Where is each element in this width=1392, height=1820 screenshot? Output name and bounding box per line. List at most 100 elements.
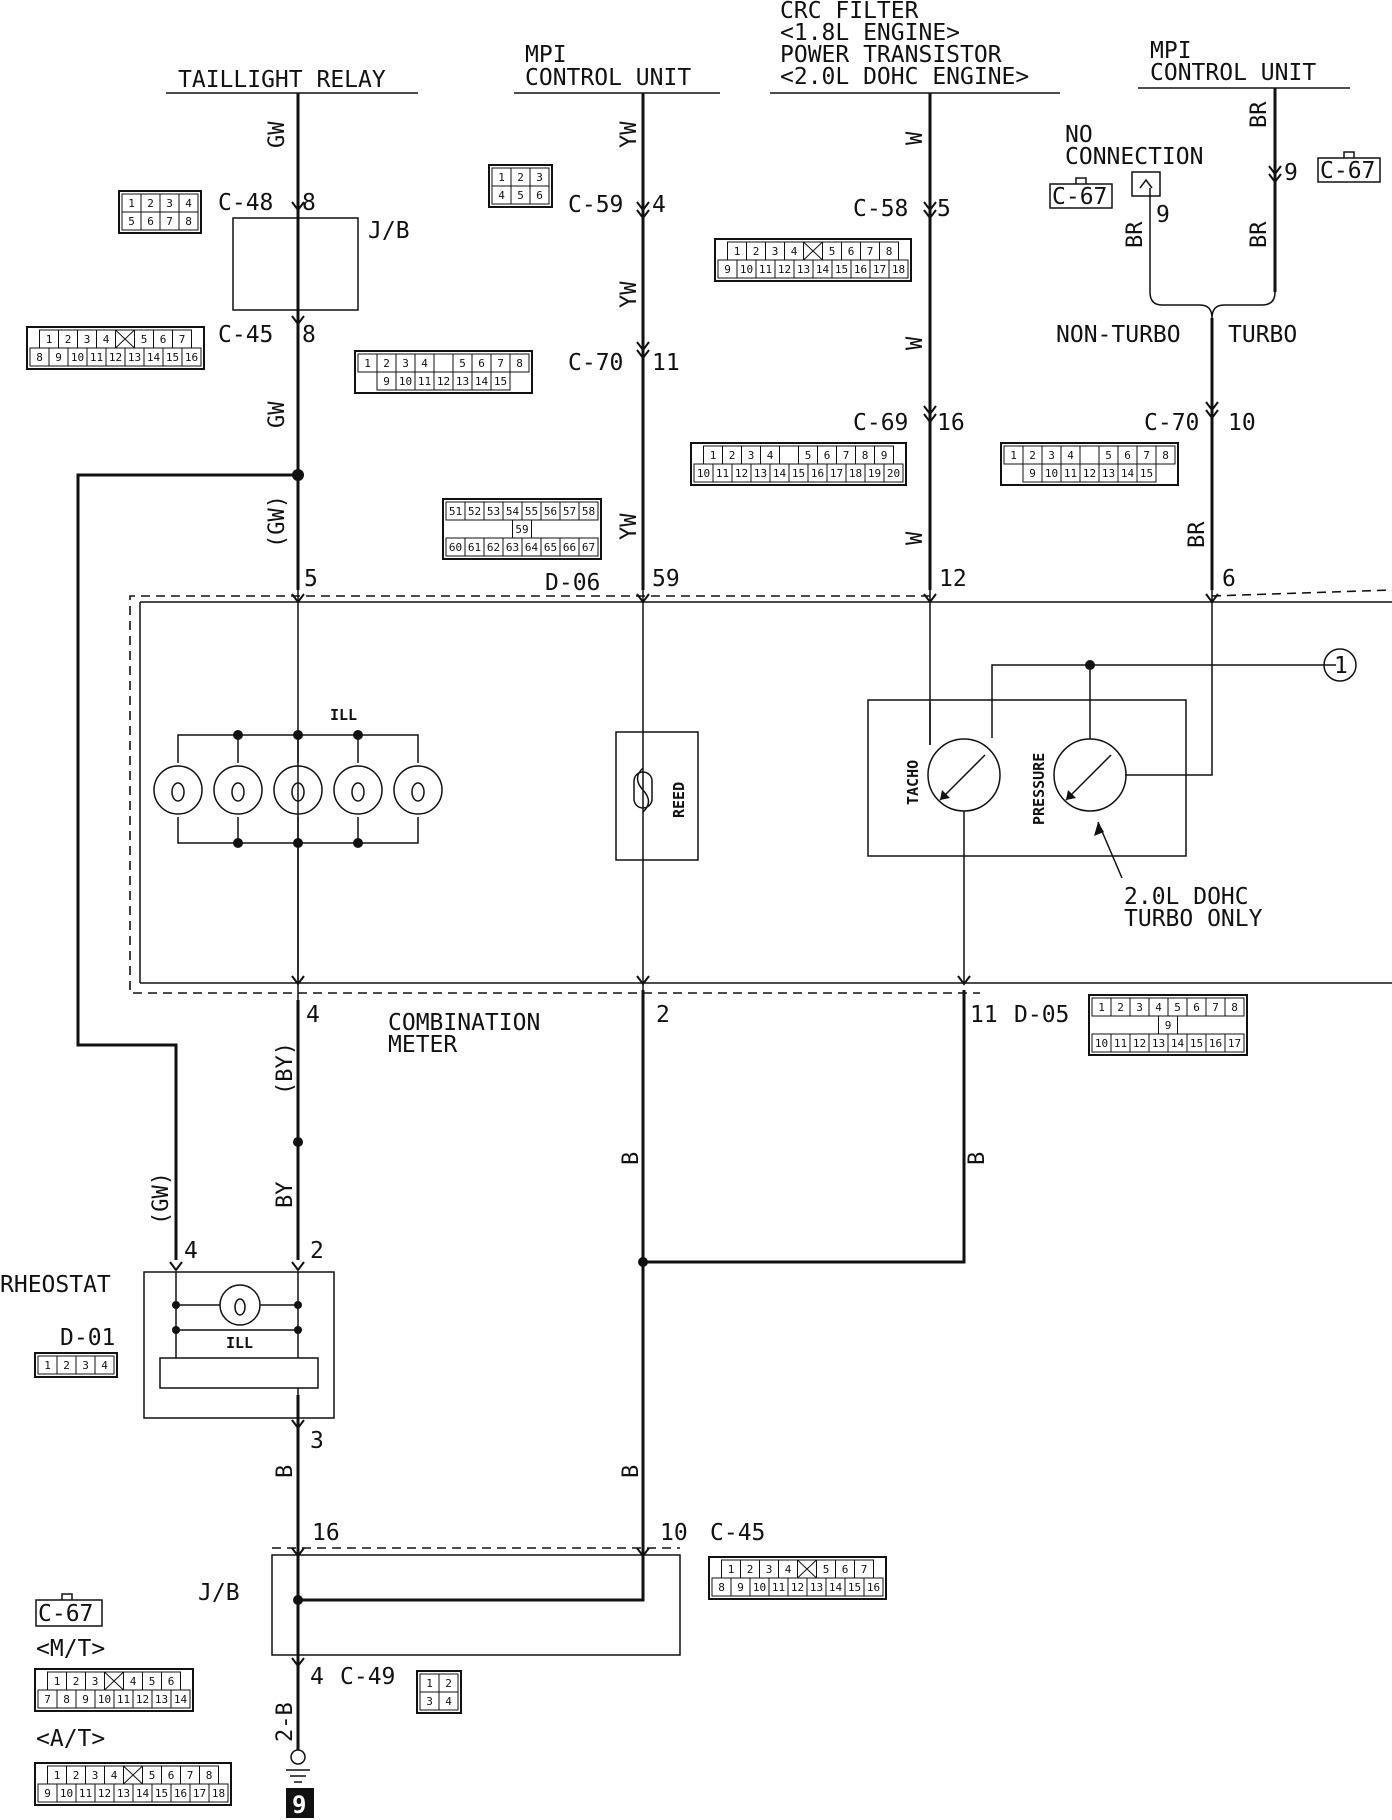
wire-code-br-3: BR [1123, 221, 1148, 248]
connector-pin-number: 13 [754, 467, 767, 480]
connector-pin-number: 12 [1083, 467, 1096, 480]
wire-code-gw-3: (GW) [265, 495, 290, 548]
pin-2-rheostat: 2 [310, 1238, 324, 1264]
header-crc-line2: <1.8L ENGINE> [780, 20, 960, 46]
ground-id-label: 9 [292, 1791, 306, 1819]
wire-code-by-2: BY [273, 1182, 298, 1209]
pin-9-c67-b: 9 [1284, 160, 1298, 186]
connector-c70-a-label: C-70 [568, 350, 623, 376]
connector-pin-number: 13 [810, 1581, 823, 1594]
wire-code-w-2: W [903, 336, 928, 350]
connector-c67-legend-label: C-67 [38, 1601, 93, 1627]
connector-pin-number: 10 [1045, 467, 1058, 480]
jb-bottom-label: J/B [198, 1580, 240, 1606]
connector-pin-number: 6 [1124, 449, 1131, 462]
connector-pin-number: 3 [92, 1675, 99, 1688]
connector-pin-number: 57 [563, 505, 576, 518]
connector-pin-number: 17 [830, 467, 843, 480]
connector-pin-number: 8 [63, 1693, 70, 1706]
connector-pin-number: 2 [753, 245, 760, 258]
header-taillight-relay: TAILLIGHT RELAY [178, 67, 386, 93]
connector-pin-number: 6 [478, 357, 485, 370]
connector-pin-number: 5 [829, 245, 836, 258]
connector-pin-number: 8 [862, 449, 869, 462]
connector-pin-number: 61 [468, 541, 481, 554]
connector-pin-number: 2 [383, 357, 390, 370]
connector-pin-number: 2 [73, 1675, 80, 1688]
connector-pin-number: 4 [421, 357, 428, 370]
connector-pin-number: 3 [402, 357, 409, 370]
connector-pin-number: 8 [886, 245, 893, 258]
jb-bottom-bus [298, 1555, 645, 1602]
connector-pin-number: 4 [767, 449, 774, 462]
connector-pin-number: 5 [805, 449, 812, 462]
ground-icon [286, 1749, 310, 1783]
connector-pin-number: 4 [1067, 449, 1074, 462]
connector-pin-number: 14 [1121, 467, 1135, 480]
combination-meter-line2: METER [388, 1032, 457, 1058]
connector-pin-number: 9 [44, 1787, 51, 1800]
wire-code-b-1: B [273, 1465, 298, 1478]
wire-code-gw-2: GW [265, 401, 290, 428]
connector-pin-number: 14 [174, 1693, 188, 1706]
reed-label: REED [670, 782, 688, 818]
connector-c67-b-box [1317, 157, 1381, 183]
connector-pin-number: 14 [136, 1787, 150, 1800]
connector-pin-number: 3 [166, 197, 173, 210]
connector-c59-label: C-59 [568, 192, 623, 218]
label-turbo: TURBO [1228, 322, 1297, 348]
ill-rheostat-label: ILL [226, 1334, 253, 1352]
connector-pin-number: 9 [383, 375, 390, 388]
no-connection-terminal [1131, 171, 1161, 197]
connector-pin-number: 65 [544, 541, 557, 554]
connector-pin-number: 15 [1190, 1037, 1203, 1050]
connector-pin-number: 8 [206, 1769, 213, 1782]
connector-pin-number: 2 [1029, 449, 1036, 462]
connector-pin-number: 15 [792, 467, 805, 480]
connector-pin-number: 54 [506, 505, 520, 518]
wire-code-gw-1: GW [265, 121, 290, 148]
tacho-gauge-icon [927, 738, 1001, 812]
wire-code-gw-4: (GW) [149, 1172, 174, 1225]
connector-pin-number: 4 [445, 1695, 452, 1708]
connector-c49-label: C-49 [340, 1664, 395, 1690]
connector-pin-number: 3 [772, 245, 779, 258]
connector-pin-number: 7 [44, 1693, 51, 1706]
connector-pin-number: 11 [79, 1787, 92, 1800]
connector-pin-number: 55 [525, 505, 538, 518]
connector-pin-number: 3 [426, 1695, 433, 1708]
wire-b-pin11 [643, 990, 966, 1264]
wire-code-2b: 2-B [273, 1702, 298, 1742]
connector-pin-number: 19 [868, 467, 881, 480]
connector-pin-number: 7 [861, 1563, 868, 1576]
wire-code-br-2: BR [1247, 221, 1272, 248]
connector-pin-number: 17 [1228, 1037, 1241, 1050]
connector-pin-number: 12 [778, 263, 791, 276]
connector-c67-a-label: C-67 [1052, 184, 1107, 210]
connector-pin-number: 60 [449, 541, 462, 554]
pin-5-c58: 5 [937, 196, 951, 222]
connector-pin-number: 9 [55, 351, 62, 364]
connector-pin-number: 5 [823, 1563, 830, 1576]
pin-10-c70: 10 [1228, 410, 1256, 436]
connector-pin-number: 2 [729, 449, 736, 462]
header-crc-line3: POWER TRANSISTOR [780, 42, 1002, 68]
wire-code-b-4: B [965, 1152, 990, 1165]
connector-pin-number: 1 [54, 1675, 61, 1688]
junction-block-top [232, 217, 359, 311]
reference-circle [1323, 648, 1357, 682]
connector-pin-number: 13 [1102, 467, 1115, 480]
connector-pin-number: 12 [791, 1581, 804, 1594]
gauge-junction-dot [1085, 660, 1095, 670]
connector-pin-number: 16 [811, 467, 824, 480]
connector-d01-label: D-01 [60, 1325, 115, 1351]
connector-pin-number: 9 [1029, 467, 1036, 480]
connector-pin-number: 20 [887, 467, 900, 480]
junction-dot-b [638, 1257, 648, 1267]
connector-pin-number: 16 [185, 351, 198, 364]
connector-pin-number: 4 [1155, 1001, 1162, 1014]
lamp-3-icon [273, 765, 323, 815]
